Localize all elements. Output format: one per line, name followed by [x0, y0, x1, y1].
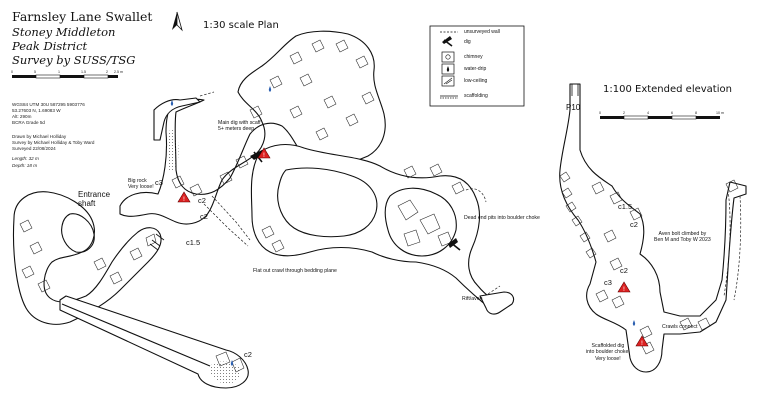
svg-text:!: ! — [263, 152, 265, 159]
elev-tick-3: 6 — [671, 111, 673, 115]
flat-crawl-label: Flat out crawl through bedding plane — [253, 268, 337, 274]
elev-c2-label-b: c2 — [620, 266, 628, 275]
cave-title: Farnsley Lane Swallet — [12, 9, 153, 24]
elevation-profile — [559, 83, 747, 373]
district-name: Peak District — [12, 39, 88, 53]
elev-c3-label: c3 — [604, 278, 612, 287]
altitude: Alt: 290m — [12, 114, 32, 119]
dig-icon — [250, 150, 264, 163]
north-arrow-icon — [172, 11, 183, 32]
dead-end-label: Dead end pits into boulder choke — [464, 215, 540, 221]
elev-p10-label: P10 — [566, 103, 581, 112]
se-crawl-inner — [61, 303, 211, 367]
pick-icon — [442, 36, 453, 47]
elevation-p10-marker — [571, 84, 579, 96]
plan-c3-label: c3 — [155, 178, 163, 187]
plan-unsurveyed-walls — [199, 91, 501, 295]
plan-c2-sump-label: c2 — [244, 350, 252, 359]
scaffold-warning-icon-2: ! — [177, 191, 191, 203]
elev-aven-label: Aven bolt climbed by Ben M and Toby W 20… — [654, 231, 711, 244]
legend — [429, 25, 525, 107]
scale-tick-3: 1.5 — [81, 70, 86, 74]
elev-scaffolded-label: Scaffolded dig into boulder choke. Very … — [586, 343, 630, 362]
scale-tick-1: 5 — [34, 70, 36, 74]
scaffold-warning-icon-4: ! — [635, 335, 649, 347]
bcra-grade: BCRA Grade 5d — [12, 120, 45, 125]
legend-dig: dig — [464, 39, 471, 45]
water-drip-icon — [170, 86, 272, 366]
elev-tick-4: 8 — [695, 111, 697, 115]
entrance-inner — [61, 213, 95, 253]
svg-text:!: ! — [623, 286, 625, 293]
drip-icon — [441, 63, 455, 75]
main-dig-label: Main dig with scaff 5+ meters deep — [218, 120, 261, 133]
cave-depth: Depth: 18 m — [12, 163, 38, 168]
svg-text:!: ! — [641, 340, 643, 347]
scale-tick-4: 2 — [106, 70, 108, 74]
elev-tick-1: 2 — [623, 111, 625, 115]
rift-aven — [479, 291, 515, 315]
big-rock-label: Big rock Very loose! — [128, 178, 154, 191]
legend-low-ceiling: low-ceiling — [464, 78, 488, 84]
drawn-by: Drawn by Michael Holliday — [12, 134, 67, 139]
elev-c2-label-a: c2 — [630, 220, 638, 229]
plan-c2-label-b: c2 — [200, 212, 208, 221]
elevation-water-drip-icon — [632, 320, 636, 326]
elev-tick-2: 4 — [647, 111, 649, 115]
scale-tick-2: 1 — [58, 70, 60, 74]
location-name: Stoney Middleton — [12, 25, 116, 39]
plan-c15-label: c1.5 — [186, 238, 201, 247]
scaffold-warning-icon-3: ! — [617, 281, 631, 293]
elevation-boulders — [559, 171, 739, 355]
coord-line-2: 53.27603 N, 1.69083 W — [12, 108, 61, 113]
surveyed-by: Survey by Michael Holliday & Toby Ward — [12, 140, 95, 145]
svg-text:!: ! — [183, 196, 185, 203]
plan-heading: 1:30 scale Plan — [203, 20, 279, 31]
plan-boulders — [19, 39, 465, 373]
loop-island — [277, 167, 378, 238]
legend-scaffolding: scaffolding — [464, 93, 488, 99]
survey-date: Surveyed 22/08/2024 — [12, 146, 56, 151]
entrance-shaft-label: Entrance shaft — [78, 190, 111, 208]
legend-chimney: chimney — [464, 54, 483, 60]
scaffold-icon — [440, 95, 458, 99]
coord-line-1: WGS84 UTM 30U 587295 5903776 — [12, 102, 85, 107]
rift-aven-label: Rift/aven — [462, 296, 483, 302]
elevation-scale-bar — [600, 115, 720, 120]
plan-sediment — [166, 129, 241, 384]
dig-icon-2 — [448, 238, 461, 251]
elevation-heading: 1:100 Extended elevation — [603, 84, 732, 95]
legend-water-drip: water-drip — [464, 66, 487, 72]
legend-unsurveyed: unsurveyed wall — [464, 29, 500, 35]
scaffold-warning-icon: ! — [257, 147, 271, 159]
title-scale-bar — [12, 74, 118, 79]
elev-tick-0: 0 — [599, 111, 601, 115]
low-ceiling-icon — [149, 233, 165, 251]
scale-tick-0: 0 — [11, 70, 13, 74]
chimney-icon — [441, 51, 455, 63]
nw-rift — [153, 97, 201, 141]
elev-tick-5: 10 m — [716, 111, 724, 115]
scale-tick-5: 2.5 m — [114, 70, 123, 74]
elevation-aven-dashed — [723, 189, 742, 301]
elev-crawls-label: Crawls connect — [662, 324, 698, 330]
boulder-chamber — [384, 187, 457, 257]
plan-c2-label-a: c2 — [198, 196, 206, 205]
survey-credit: Survey by SUSS/TSG — [12, 53, 136, 67]
elev-c15-label: c1.5 — [618, 202, 633, 211]
low-ceiling-icon — [441, 75, 455, 87]
cave-length: Length: 32 m — [12, 156, 39, 161]
plan-passages — [12, 30, 515, 389]
